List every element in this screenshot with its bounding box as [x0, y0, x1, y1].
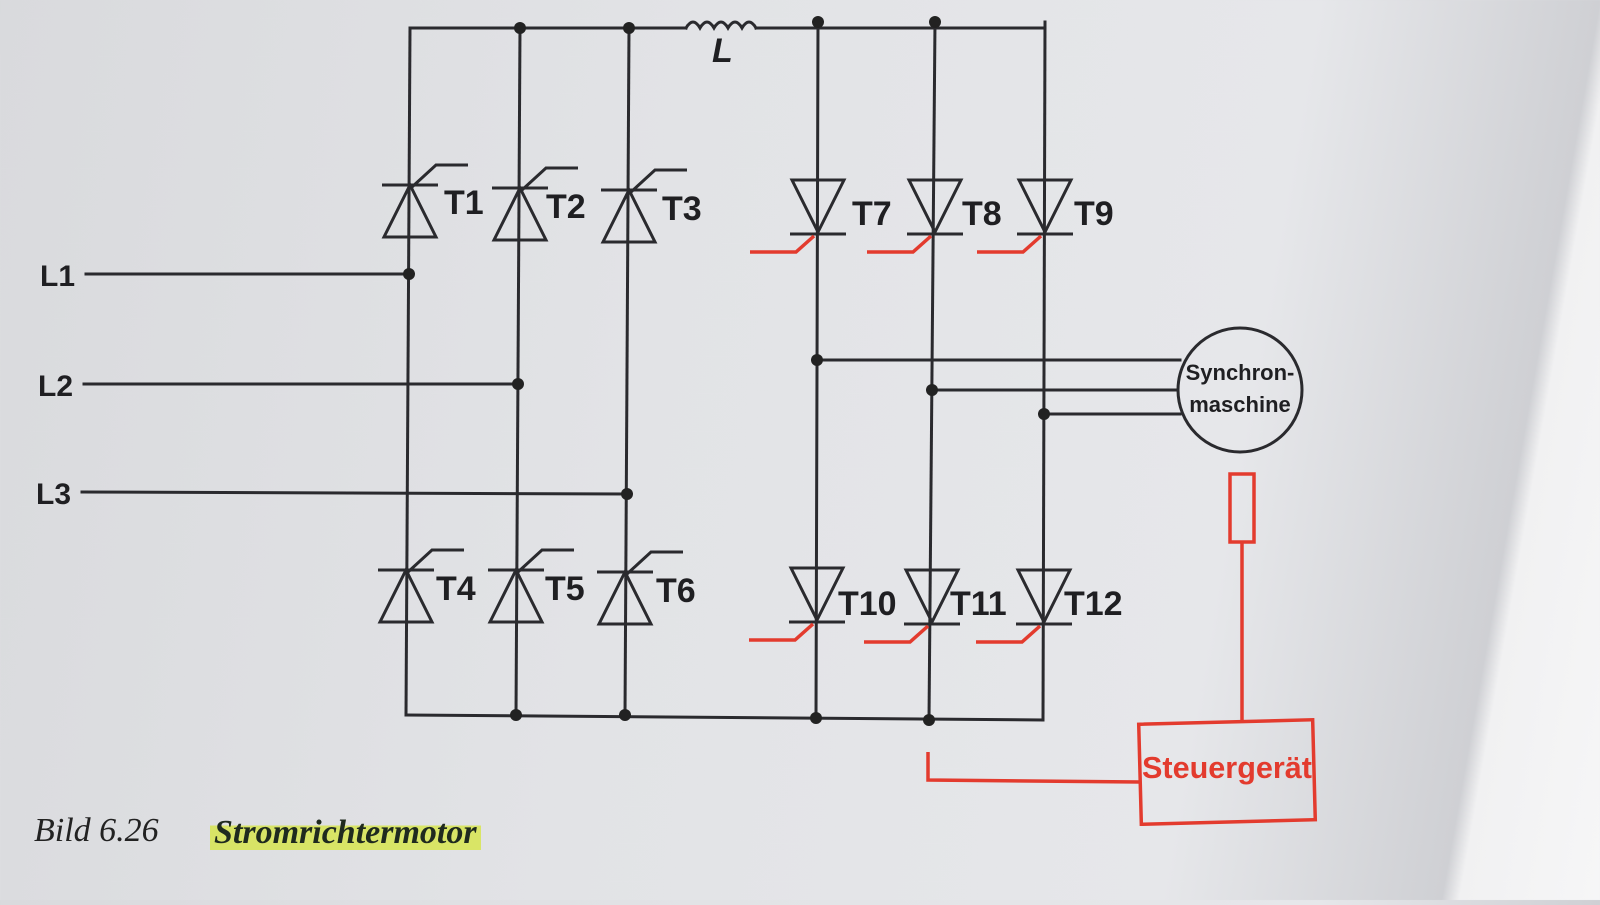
thyristor-t1	[381, 163, 468, 239]
label-t12: T12	[1064, 585, 1123, 623]
thyristor-t12	[976, 568, 1073, 644]
junction-dot	[926, 384, 938, 396]
label-t5: T5	[545, 570, 585, 608]
phase-label-l3: L3	[36, 478, 71, 511]
phase-wire-l3	[80, 490, 629, 496]
thyristor-t5	[487, 548, 574, 624]
figure-title: Stromrichtermotor	[210, 814, 481, 852]
controller-box	[1136, 717, 1318, 827]
inverter-leg-3	[1041, 20, 1047, 722]
junction-dot	[512, 378, 524, 390]
thyristor-t3	[600, 168, 687, 244]
figure-number: Bild 6.26	[34, 812, 159, 849]
junction-dot	[923, 714, 935, 726]
label-t3: T3	[662, 190, 702, 228]
junction-dot	[510, 709, 522, 721]
junction-dot	[929, 16, 941, 28]
junction-dots	[403, 16, 1050, 726]
label-t7: T7	[852, 195, 892, 233]
junction-dot	[403, 268, 415, 280]
thyristor-t6	[596, 550, 683, 626]
synchronous-machine	[1176, 326, 1304, 454]
inductor-label: L	[712, 32, 733, 70]
inductor-coil	[683, 20, 759, 31]
bottom-bus	[404, 713, 1045, 722]
thyristor-t9	[977, 178, 1074, 254]
thyristor-t4	[377, 548, 464, 624]
control-wiring	[926, 472, 1318, 827]
thyristor-t11	[864, 568, 961, 644]
label-t10: T10	[838, 585, 897, 623]
label-t8: T8	[962, 195, 1002, 233]
rectifier-leg-1	[404, 26, 412, 717]
junction-dot	[812, 16, 824, 28]
junction-dot	[621, 488, 633, 500]
junction-dot	[514, 22, 526, 34]
junction-dot	[623, 22, 635, 34]
thyristor-t2	[491, 166, 578, 242]
label-t1: T1	[444, 184, 484, 222]
phase-label-l1: L1	[40, 260, 75, 293]
thyristor-t8	[867, 178, 964, 254]
label-t11: T11	[950, 585, 1007, 623]
inverter-leg-1	[814, 20, 820, 720]
controller-gate-wire	[926, 752, 1141, 784]
phase-label-l2: L2	[38, 370, 73, 403]
label-t9: T9	[1074, 195, 1114, 233]
machine-label-line2: maschine	[1189, 392, 1291, 417]
label-t4: T4	[436, 570, 476, 608]
controller-label: Steuergerät	[1142, 750, 1312, 785]
rectifier-leg-3	[623, 26, 631, 717]
thyristor-t7	[750, 178, 847, 254]
thyristor-t10	[749, 566, 846, 642]
junction-dot	[619, 709, 631, 721]
sensor-block	[1228, 472, 1256, 544]
inverter-leg-2	[927, 20, 937, 722]
junction-dot	[810, 712, 822, 724]
label-t2: T2	[546, 188, 586, 226]
junction-dot	[811, 354, 823, 366]
label-t6: T6	[656, 572, 696, 610]
machine-label-line1: Synchron-	[1186, 360, 1295, 385]
rectifier-leg-2	[514, 26, 522, 717]
junction-dot	[1038, 408, 1050, 420]
